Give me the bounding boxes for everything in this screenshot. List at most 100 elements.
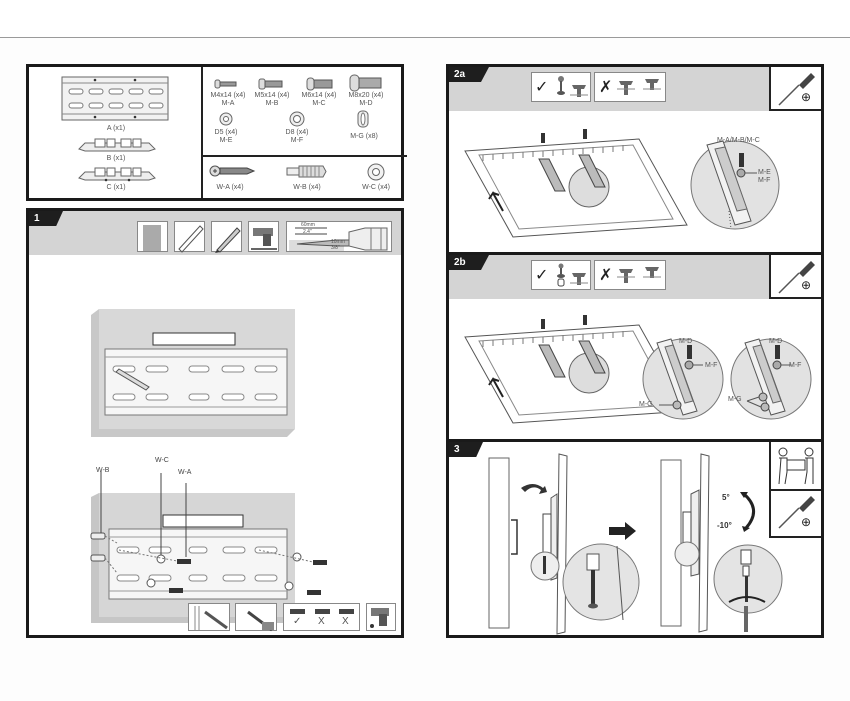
- stud-finder-icon: [188, 603, 230, 631]
- tilt-arrow-icon: [740, 492, 755, 532]
- washer-m-f-icon: [289, 111, 305, 127]
- callout-m-d-right: M-D: [769, 338, 783, 345]
- screwdriver-icon: [778, 261, 815, 294]
- bracket-a-icon: [61, 76, 169, 121]
- detail-zoom-circle-right: [730, 338, 812, 420]
- washer-m-f-code: M-F: [290, 137, 304, 144]
- drill-bit-in: 3/8": [331, 245, 340, 251]
- step-1-header: 1 60mm 2.4" 10mm 3/8": [29, 211, 401, 255]
- screw-m-c-size: M6x14 (x4): [301, 92, 337, 99]
- step-3-number: 3: [449, 442, 483, 457]
- wall-icon: [137, 221, 168, 252]
- wrong-mark: ✗: [599, 79, 613, 96]
- callout-w-a: W-A: [178, 469, 192, 476]
- screw-m-d-icon: [349, 74, 382, 92]
- callout-screws-m-a-b-c: M-A/M-B/M-C: [717, 137, 760, 144]
- parts-list-box: A (x1) B (x1) C (x1) M4x14 (x4) M-A M5x1…: [26, 64, 407, 201]
- step-2b-header: 2b ✓ ✗: [449, 255, 821, 299]
- step-2b-panel: 2b ✓ ✗ ⊕: [446, 252, 824, 442]
- washer-m-e-code: M-E: [219, 137, 233, 144]
- tv-back-bracket-illustration: [464, 129, 688, 238]
- step-2a-header: 2a ✓ ✗: [449, 67, 821, 111]
- drill-depth-in: 2.4": [303, 229, 312, 235]
- screw-m-d-code: M-D: [359, 100, 373, 107]
- callout-w-c: W-C: [155, 457, 169, 464]
- callout-m-f-right: M-F: [789, 362, 802, 369]
- screw-m-b-size: M5x14 (x4): [254, 92, 290, 99]
- check-correct: ✓: [293, 616, 302, 627]
- tilt-up-label: 5°: [722, 493, 730, 502]
- callout-w-b: W-B: [96, 467, 110, 474]
- washer-m-f-size: D8 (x4): [285, 129, 309, 136]
- anchor-w-b-label: W-B (x4): [293, 184, 321, 191]
- wood-screw-w-a-icon: [209, 165, 256, 177]
- screw-m-c-code: M-C: [312, 100, 326, 107]
- bracket-c-label: C (x1): [106, 184, 126, 191]
- callout-m-g-right: M-G: [728, 396, 742, 403]
- manual-sheet: A (x1) B (x1) C (x1) M4x14 (x4) M-A M5x1…: [0, 37, 850, 701]
- callout-m-g-left: M-G: [639, 401, 653, 408]
- callout-m-f-left: M-F: [705, 362, 718, 369]
- pencil-icon: [211, 221, 242, 253]
- step-1-number: 1: [29, 211, 63, 226]
- correct-mark: ✓: [535, 267, 549, 284]
- drill-icon: [248, 221, 279, 252]
- drill-icon-final: [366, 603, 396, 631]
- anchor-check-icon: ✓ X X: [283, 603, 360, 631]
- detail-zoom-circle-adjust: [713, 544, 783, 632]
- correct-mount-icon: ✓: [531, 72, 591, 102]
- screw-m-b-code: M-B: [265, 100, 279, 107]
- bracket-b-label: B (x1): [106, 155, 126, 162]
- wrong-mount-icon: ✗: [594, 72, 666, 102]
- step-2a-panel: 2a ✓ ✗ ⊕: [446, 64, 824, 255]
- step-2a-number: 2a: [449, 67, 489, 82]
- wall-marking-illustration: [91, 309, 295, 437]
- tools-divider: [771, 489, 821, 491]
- wrong-mount-icon: ✗: [594, 260, 666, 290]
- parts-divider-h: [201, 155, 407, 157]
- callout-m-e: M-E: [758, 169, 771, 176]
- detail-zoom-circle-left: [642, 338, 724, 420]
- two-person-lift-icon: [778, 447, 814, 485]
- step-2a-tools: ⊕: [769, 67, 821, 111]
- tilt-down-label: -10°: [717, 521, 732, 530]
- tilt-adjust-illustration: [660, 453, 710, 633]
- anchor-w-b-icon: [286, 165, 327, 178]
- correct-mark: ✓: [535, 79, 549, 96]
- bracket-b-icon: [78, 138, 156, 152]
- drill-depth-mm: 60mm: [301, 222, 315, 228]
- step-2b-number: 2b: [449, 255, 489, 270]
- correct-mount-icon: ✓: [531, 260, 591, 290]
- callout-m-f: M-F: [758, 177, 771, 184]
- spacer-m-g-code: M-G (x8): [350, 133, 378, 140]
- step-3-panel: 3 ⊕: [446, 439, 824, 638]
- level-icon: [174, 221, 205, 253]
- screw-m-a-icon: [214, 79, 237, 89]
- washer-w-c-icon: [367, 163, 385, 181]
- wood-screw-w-a-label: W-A (x4): [216, 184, 244, 191]
- callout-m-d-left: M-D: [679, 338, 693, 345]
- spacer-m-g-icon: [357, 110, 369, 128]
- bracket-c-icon: [78, 167, 156, 182]
- screwdriver-icon: [778, 73, 815, 106]
- check-wrong-1: X: [318, 616, 325, 627]
- step-1-panel: 1 60mm 2.4" 10mm 3/8": [26, 208, 404, 638]
- next-arrow-icon: [609, 522, 636, 540]
- screwdriver-icon: [778, 496, 815, 529]
- wall-mounting-illustration: [90, 471, 327, 623]
- washer-m-e-size: D5 (x4): [214, 129, 238, 136]
- drill-step-icon: [235, 603, 277, 632]
- drill-depth-icon: 60mm 2.4" 10mm 3/8": [286, 221, 392, 252]
- wrong-mark: ✗: [599, 267, 613, 284]
- parts-divider: [201, 67, 203, 198]
- washer-w-c-label: W-C (x4): [362, 184, 390, 191]
- screw-m-a-code: M-A: [221, 100, 235, 107]
- check-wrong-2: X: [342, 616, 349, 627]
- step-2b-tools: ⊕: [769, 255, 821, 299]
- phillips-mark: ⊕: [801, 515, 812, 529]
- step-3-tools: ⊕: [769, 442, 821, 538]
- bracket-a-label: A (x1): [106, 125, 126, 132]
- screw-m-d-size: M8x20 (x4): [348, 92, 384, 99]
- drill-bit-mm: 10mm: [331, 239, 345, 245]
- phillips-mark: ⊕: [801, 90, 812, 104]
